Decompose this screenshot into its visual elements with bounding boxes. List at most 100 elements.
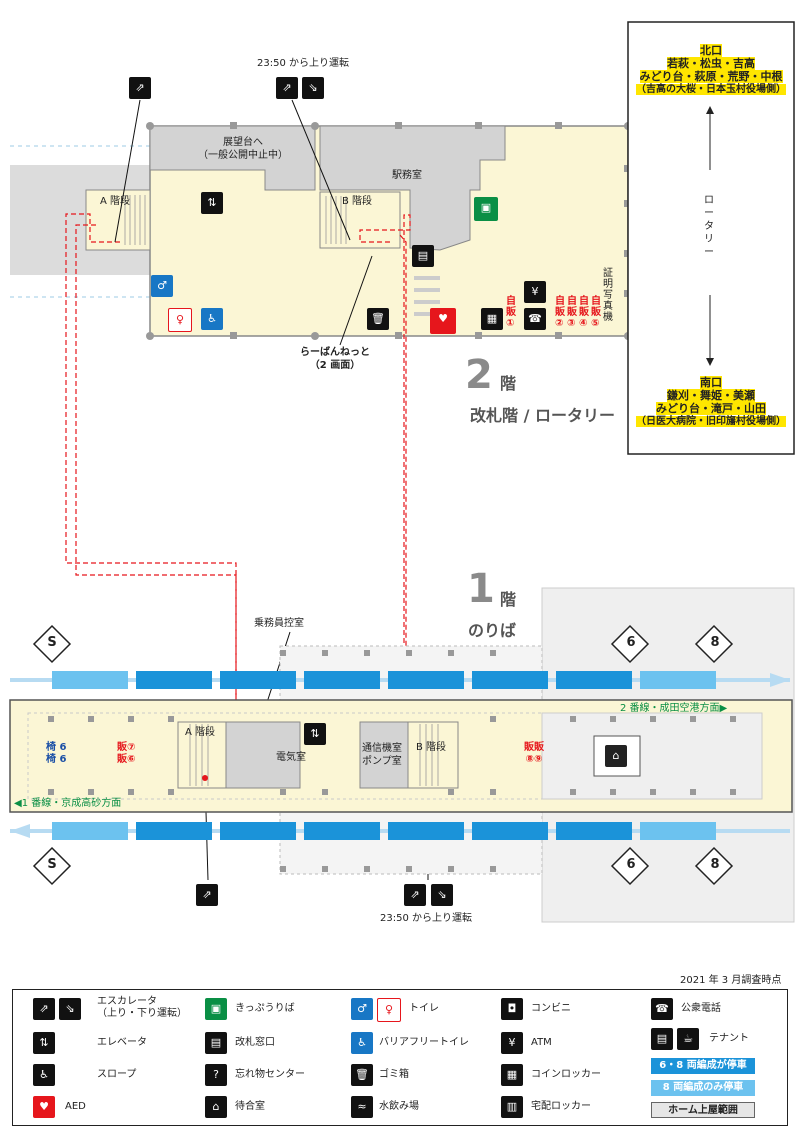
ticket-machine-icon: ▣: [474, 197, 498, 221]
vending-3-label: 自販③: [567, 296, 577, 329]
escalator-up-icon: ⇗: [196, 884, 218, 906]
escalator-up-icon: ⇗: [129, 77, 151, 99]
floor2-suffix: 階: [500, 374, 517, 393]
legend-trash: ゴミ箱: [379, 1069, 409, 1080]
bench-label: 椅 6 椅 6: [46, 742, 67, 765]
aed-icon: ♥: [430, 308, 456, 334]
escalator-up-icon: ⇗: [276, 77, 298, 99]
atm-icon: ¥: [524, 281, 546, 303]
aed-icon: ♥: [33, 1096, 55, 1118]
escalator-up-icon: ⇗: [404, 884, 426, 906]
slope-icon: ♿: [33, 1064, 55, 1086]
toilet-male-icon: ♂: [351, 998, 373, 1020]
legend-gate-window: 改札窓口: [235, 1037, 275, 1048]
legend-convenience: コンビニ: [531, 1003, 571, 1014]
north-exit-line2: みどり台・萩原・荒野・中根: [639, 70, 783, 83]
floor1-number: 1: [467, 566, 495, 612]
barrier-free-toilet-icon: ♿: [201, 308, 223, 330]
south-exit-title: 南口: [700, 376, 722, 389]
vending-2-label: 自販②: [555, 296, 565, 329]
waiting-room-icon: ⌂: [205, 1096, 227, 1118]
station-office-label: 駅務室: [392, 170, 422, 181]
public-phone-icon: ☎: [651, 998, 673, 1020]
legend-stop-6-8: 6・8 両編成が停車: [651, 1058, 755, 1074]
legend-phone: 公衆電話: [681, 1003, 721, 1014]
crew-room-label: 乗務員控室: [254, 618, 304, 629]
ticket-machine-icon: ▣: [205, 998, 227, 1020]
legend-ticket: きっぷうりば: [235, 1003, 295, 1014]
north-exit-line1: 若萩・松虫・吉高: [667, 57, 755, 70]
floor2-concourse: [85, 122, 632, 340]
north-exit-title: 北口: [700, 44, 722, 57]
lost-found-icon: ?: [205, 1064, 227, 1086]
elevator-icon: ⇅: [33, 1032, 55, 1054]
delivery-locker-icon: ▥: [501, 1096, 523, 1118]
legend-elevator: エレベータ: [97, 1037, 147, 1048]
north-exit-line3: （吉高の大桜・日本玉村役場側）: [636, 84, 786, 95]
legend-roof: ホーム上屋範囲: [651, 1102, 755, 1118]
legend-escalator: エスカレータ （上り・下り運転）: [97, 996, 187, 1019]
raban-net-label: らーばんねっと （2 画面）: [300, 347, 370, 371]
legend-stop-8: 8 両編成のみ停車: [651, 1080, 755, 1096]
gate-window-icon: ▤: [205, 1032, 227, 1054]
legend-delivery-locker: 宅配ロッカー: [531, 1101, 591, 1112]
s-marker-lower: S: [47, 857, 57, 872]
vending-4-label: 自販④: [579, 296, 589, 329]
comm-room-label: 通信機室 ポンプ室: [362, 743, 402, 767]
north-exit: 北口 若萩・松虫・吉高 みどり台・萩原・荒野・中根 （吉高の大桜・日本玉村役場側…: [628, 44, 794, 96]
floor2-subtitle: 改札階 / ロータリー: [470, 406, 615, 425]
car-markers-lower: [52, 822, 716, 840]
legend-barrier-free: バリアフリートイレ: [379, 1037, 469, 1048]
escalator-down-icon: ⇘: [59, 998, 81, 1020]
legend-waiting: 待合室: [235, 1101, 265, 1112]
car6-marker-lower: 6: [626, 857, 636, 872]
elevator-icon: ⇅: [201, 192, 223, 214]
cafe-icon: ☕: [677, 1028, 699, 1050]
vending-1-label: 自販①: [506, 296, 516, 329]
floor2-number: 2: [465, 352, 493, 398]
convenience-store-icon: ◘: [501, 998, 523, 1020]
trash-icon: 🗑: [351, 1064, 373, 1086]
south-exit: 南口 鎌刈・舞姫・美瀬 みどり台・滝戸・山田 （日医大病院・旧印旛村役場側）: [628, 376, 794, 428]
gate-window-icon: ▤: [412, 245, 434, 267]
floor2-escalator-note: 23:50 から上り運転: [257, 58, 349, 69]
survey-date: 2021 年 3 月調査時点: [680, 975, 782, 986]
floor1-subtitle: のりば: [468, 621, 517, 640]
stairs-b-label-1f: B 階段: [416, 742, 447, 753]
public-phone-icon: ☎: [524, 308, 546, 330]
floor1-suffix: 階: [500, 590, 517, 609]
track2-label: 2 番線・成田空港方面▶: [620, 703, 728, 714]
atm-icon: ¥: [501, 1032, 523, 1054]
south-exit-line2: みどり台・滝戸・山田: [656, 402, 766, 415]
tenant-icon: ▤: [651, 1028, 673, 1050]
rotary-label: ロータリー: [704, 195, 714, 258]
car8-marker-upper: 8: [710, 635, 720, 650]
track1-label: ◀1 番線・京成高砂方面: [14, 798, 122, 809]
vending-5-label: 自販⑤: [591, 296, 601, 329]
toilet-male-icon: ♂: [151, 275, 173, 297]
legend-lost-found: 忘れ物センター: [235, 1069, 305, 1080]
legend-tenant: テナント: [709, 1033, 749, 1044]
barrier-free-toilet-icon: ♿: [351, 1032, 373, 1054]
toilet-female-icon: ♀: [377, 998, 401, 1022]
legend-atm: ATM: [531, 1037, 552, 1048]
car8-marker-lower: 8: [710, 857, 720, 872]
photo-booth-label: 証明写真機: [603, 268, 613, 323]
elevator-icon: ⇅: [304, 723, 326, 745]
waiting-room-icon: ⌂: [605, 745, 627, 767]
vending-6-7-label: 販⑦ 販⑥: [117, 742, 136, 765]
vending-8-9-label: 販販 ⑧⑨: [524, 742, 544, 765]
legend-aed: AED: [65, 1101, 86, 1112]
trash-icon: 🗑: [367, 308, 389, 330]
stairs-a-label-1f: A 階段: [185, 727, 216, 738]
observatory-label: 展望台へ （一般公開中止中）: [198, 137, 288, 161]
escalator-down-icon: ⇘: [302, 77, 324, 99]
s-marker-upper: S: [47, 635, 57, 650]
floor1-escalator-note: 23:50 から上り運転: [380, 913, 472, 924]
south-exit-line3: （日医大病院・旧印旛村役場側）: [636, 416, 786, 427]
coin-locker-icon: ▦: [501, 1064, 523, 1086]
electric-room-label: 電気室: [276, 752, 306, 763]
stairs-b-label-2f: B 階段: [342, 196, 373, 207]
coin-locker-icon: ▦: [481, 308, 503, 330]
